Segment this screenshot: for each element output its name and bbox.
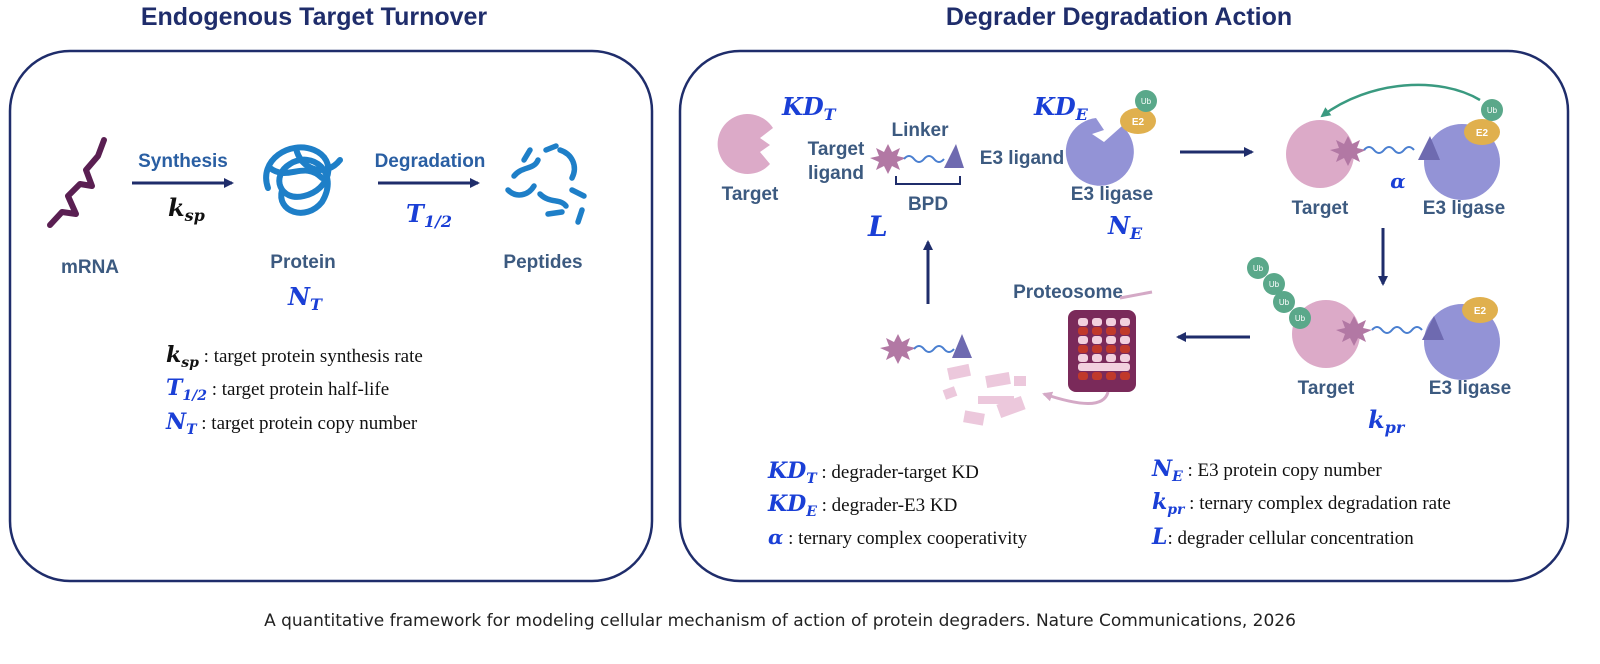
ub-e2-icon <box>1462 297 1498 323</box>
legend-kdt: KDT : degrader-target KD <box>767 458 979 487</box>
ternary-ub-label: Ub <box>1487 106 1498 115</box>
polyub-chain-icon <box>1247 257 1311 329</box>
left-panel-frame <box>8 49 654 583</box>
proteosome-icon <box>1068 310 1136 392</box>
legend-kde: KDE : degrader-E3 KD <box>767 491 957 520</box>
bpd-label: BPD <box>908 194 948 215</box>
kpr-symbol: kpr <box>1368 405 1406 437</box>
legend-l: L: degrader cellular concentration <box>1151 524 1414 550</box>
ternary-e2-icon <box>1464 119 1500 145</box>
ub-linker-icon <box>1371 326 1423 334</box>
legend-nt: NT : target protein copy number <box>165 409 418 438</box>
mrna-label: mRNA <box>61 257 119 278</box>
recycled-triangle-icon <box>952 334 972 358</box>
ub-ligand-starburst-icon <box>1336 316 1372 346</box>
ub-transfer-arrow <box>1320 83 1481 118</box>
peptide-outflow-arrow <box>1042 391 1110 405</box>
ub-label: Ub <box>1141 97 1152 106</box>
legend-alpha: α : ternary complex cooperativity <box>768 525 1028 549</box>
l-symbol: L <box>867 210 888 243</box>
ub-triangle-icon <box>1422 316 1444 340</box>
target-label: Target <box>722 184 779 205</box>
synthesis-label: Synthesis <box>138 151 228 172</box>
polyub-label-3: Ub <box>1279 298 1290 307</box>
ternary-triangle-icon <box>1418 136 1440 160</box>
ternary-linker-icon <box>1363 146 1415 154</box>
ternary-e2-label: E2 <box>1476 128 1489 139</box>
ternary-ligand-starburst-icon <box>1330 136 1366 166</box>
e3-ligand-label: E3 ligand <box>980 148 1064 169</box>
proteosome-inlet <box>1119 290 1153 300</box>
ternary-ub-icon <box>1481 99 1503 121</box>
linker-label: Linker <box>891 120 949 141</box>
e3-ligand-triangle-icon <box>944 144 964 168</box>
proteosome-label: Proteosome <box>1013 282 1123 303</box>
kdt-symbol: KDT <box>781 92 837 124</box>
ksp-symbol: ksp <box>168 193 205 225</box>
right-legend-left: KDT : degrader-target KD KDE : degrader-… <box>767 458 1028 549</box>
ub-e3-label: E3 ligase <box>1429 378 1511 399</box>
protein-icon <box>263 144 343 216</box>
nt-symbol: NT <box>287 282 323 314</box>
polyub-label-2: Ub <box>1269 280 1280 289</box>
e2-icon <box>1120 108 1156 134</box>
legend-ksp: ksp : target protein synthesis rate <box>166 342 423 371</box>
alpha-symbol: α <box>1390 169 1405 193</box>
t-half-symbol: T1/2 <box>406 199 452 231</box>
kde-symbol: KDE <box>1033 92 1089 124</box>
recycled-ligand-starburst-icon <box>880 334 916 364</box>
figure-caption: A quantitative framework for modeling ce… <box>264 611 1296 631</box>
right-panel-title: Degrader Degradation Action <box>946 3 1292 31</box>
legend-t-half: T1/2 : target protein half-life <box>166 375 389 404</box>
linker-wave-icon <box>903 155 945 163</box>
ub-icon <box>1135 90 1157 112</box>
ternary-target-label: Target <box>1292 198 1349 219</box>
right-panel-frame <box>678 49 1570 583</box>
e3-ligase-label: E3 ligase <box>1071 184 1153 205</box>
ne-symbol: NE <box>1107 211 1143 243</box>
ub-target-label: Target <box>1298 378 1355 399</box>
degradation-label: Degradation <box>375 151 486 172</box>
right-legend-right: NE : E3 protein copy number kpr : ternar… <box>1151 456 1451 550</box>
mrna-icon <box>47 137 107 228</box>
e2-label: E2 <box>1132 117 1145 128</box>
target-ligand-starburst-icon <box>870 144 906 174</box>
ub-e2-label: E2 <box>1474 306 1487 317</box>
left-legend: ksp : target protein synthesis rate T1/2… <box>165 342 423 438</box>
protein-label: Protein <box>270 252 335 273</box>
peptide-fragments-icon <box>942 363 1026 426</box>
ternary-target-icon <box>1286 120 1354 188</box>
target-protein-icon <box>717 114 773 175</box>
bpd-bracket <box>895 176 961 185</box>
peptides-label: Peptides <box>503 252 582 273</box>
polyub-label-4: Ub <box>1295 314 1306 323</box>
e3-ligase-icon <box>1065 118 1134 186</box>
legend-ne: NE : E3 protein copy number <box>1151 456 1382 485</box>
peptides-icon <box>505 143 587 225</box>
ternary-e3-label: E3 ligase <box>1423 198 1505 219</box>
recycled-linker-icon <box>913 345 955 353</box>
ub-e3-icon <box>1424 304 1500 380</box>
left-panel-title: Endogenous Target Turnover <box>141 3 488 31</box>
legend-kpr: kpr : ternary complex degradation rate <box>1152 489 1451 518</box>
polyub-label-1: Ub <box>1253 264 1264 273</box>
